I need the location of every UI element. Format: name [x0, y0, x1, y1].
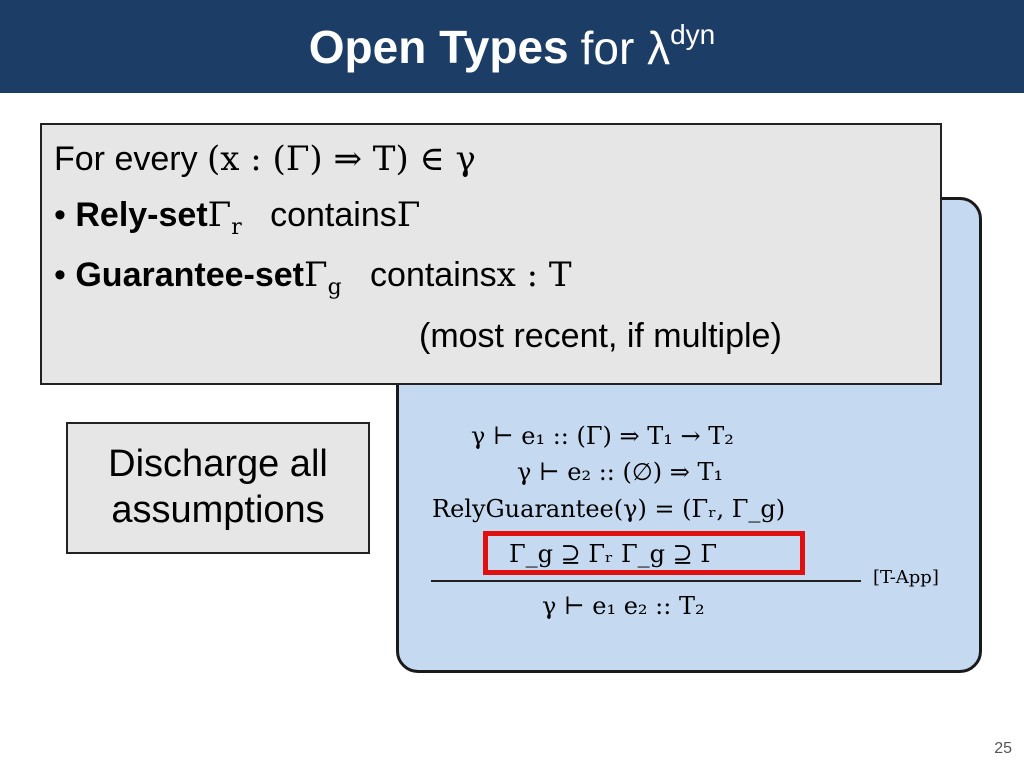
rely-set-label: Rely-set: [75, 196, 208, 234]
for-every-text: For every: [54, 140, 208, 178]
rely-contains-math: Γ: [396, 195, 421, 235]
discharge-line-1: Discharge all: [108, 443, 328, 486]
bullet: •: [54, 196, 66, 234]
slide-title-rest: for λdyn: [581, 19, 716, 75]
rule-conclusion: γ ⊢ e₁ e₂ :: T₂: [542, 592, 705, 620]
slide-title-sup: dyn: [670, 18, 716, 50]
callout-line-rely: • Rely-setΓr containsΓ: [54, 195, 420, 240]
rule-premise-3: RelyGuarantee(γ) = (Γᵣ, Γ_g): [432, 495, 786, 523]
discharge-note-box: Discharge all assumptions: [66, 422, 370, 554]
guarantee-set-math: Γg: [304, 255, 342, 300]
page-number: 25: [994, 740, 1012, 757]
slide-title-bold: Open Types: [308, 20, 569, 73]
callout-note: (most recent, if multiple): [419, 317, 782, 355]
rule-premise-2: γ ⊢ e₂ :: (∅) ⇒ T₁: [517, 458, 724, 486]
callout-line-for-every: For every (x : (Γ) ⇒ T) ∈ γ: [54, 139, 476, 179]
contains-label-1: contains: [270, 196, 397, 234]
guarantee-set-label: Guarantee-set: [75, 256, 304, 294]
rule-premise-4: Γ_g ⊇ Γᵣ Γ_g ⊇ Γ: [509, 540, 718, 568]
guarantee-contains-math: x : T: [496, 255, 572, 295]
title-bar: Open Types for λdyn: [0, 0, 1024, 93]
rule-name: [T-App]: [873, 567, 939, 588]
slide-title-lambda: for λ: [580, 21, 671, 74]
callout-line-guarantee: • Guarantee-setΓg containsx : T: [54, 255, 572, 300]
contains-label-2: contains: [370, 256, 497, 294]
rule-premise-1: γ ⊢ e₁ :: (Γ) ⇒ T₁ → T₂: [471, 422, 734, 450]
rely-set-math: Γr: [207, 195, 242, 240]
discharge-line-2: assumptions: [111, 489, 325, 531]
bullet: •: [54, 256, 66, 294]
for-every-math: (x : (Γ) ⇒ T) ∈ γ: [207, 139, 476, 179]
inference-line: [431, 580, 861, 582]
definition-callout: For every (x : (Γ) ⇒ T) ∈ γ • Rely-setΓr…: [40, 123, 942, 385]
highlight-box: [483, 531, 805, 575]
